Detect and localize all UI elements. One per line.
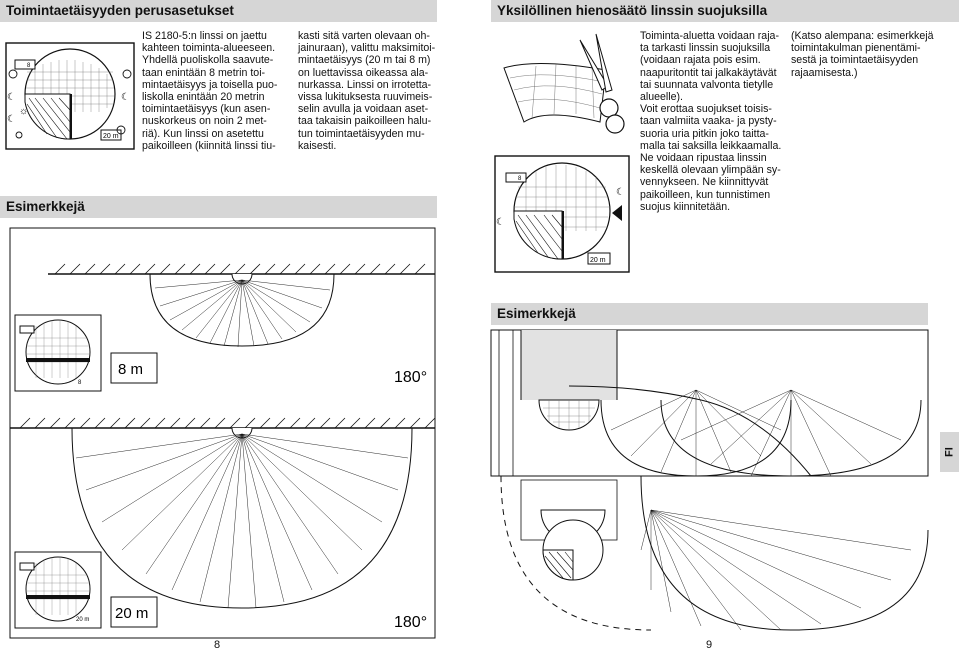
example2-angle-label: 180°: [394, 614, 427, 631]
left-header-basic-settings: Toimintaetäisyyden perusasetukset: [0, 0, 437, 22]
svg-text:8: 8: [78, 380, 82, 386]
example1-range-badge: 8 m: [110, 352, 158, 384]
page-number-left: 8: [214, 639, 221, 651]
svg-text:☼: ☼: [19, 106, 28, 117]
svg-text:☾: ☾: [7, 92, 16, 103]
left-examples-illustration: [9, 227, 436, 639]
svg-text:☾: ☾: [7, 114, 16, 125]
detector-device-figure: 8 20 m ☾☾ ☼☾: [5, 42, 135, 150]
detector-device-figure-right: 8 20 m ☾ ☾: [494, 155, 630, 273]
svg-text:☾: ☾: [496, 217, 505, 228]
svg-text:8: 8: [27, 63, 31, 69]
example1-range-label: 8 m: [118, 361, 143, 378]
right-examples-illustration: [490, 329, 929, 631]
svg-text:20 m: 20 m: [76, 617, 89, 623]
svg-text:☾: ☾: [121, 92, 130, 103]
svg-text:☾: ☾: [616, 187, 625, 198]
page-number-right: 9: [706, 639, 713, 651]
right-header-fine-tuning: Yksilöllinen hienosäätö linssin suojuksi…: [491, 0, 959, 22]
example2-angle: 180°: [394, 614, 427, 631]
language-tab-fi: FI: [940, 432, 959, 472]
lens-cover-scissors-figure: [503, 33, 625, 134]
right-text-col1: Toiminta-aluetta voidaan raja-ta tarkast…: [640, 30, 782, 213]
svg-text:8: 8: [518, 176, 522, 182]
example1-angle: 180°: [394, 369, 427, 386]
right-header-examples: Esimerkkejä: [491, 303, 928, 325]
example2-range-label: 20 m: [115, 605, 148, 622]
svg-text:20 m: 20 m: [103, 133, 119, 140]
example1-angle-label: 180°: [394, 369, 427, 386]
left-intro-text-col2: kasti sitä varten olevaan oh-jainuraan),…: [298, 30, 436, 152]
example2-device: 20 m: [14, 551, 102, 629]
example2-range-badge: 20 m: [110, 596, 158, 628]
left-header-examples: Esimerkkejä: [0, 196, 437, 218]
example1-device: 8: [14, 314, 102, 392]
svg-text:20 m: 20 m: [590, 257, 606, 264]
